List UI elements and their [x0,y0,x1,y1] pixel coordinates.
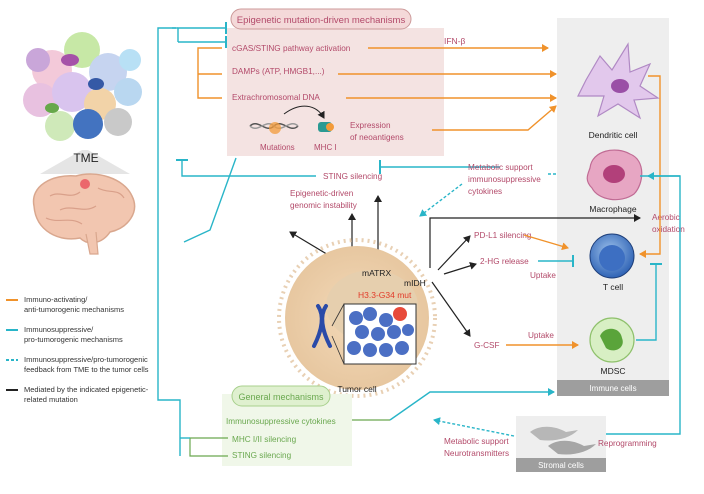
legend-feedback-line2: feedback from TME to the tumor cells [24,365,149,374]
legend-mutation-line1: Mediated by the indicated epigenetic- [24,385,149,394]
general-mhc-silencing: MHC I/II silencing [232,435,297,444]
legend: Immuno-activating/ anti-tumorogenic mech… [6,295,149,404]
legend-activating-line1: Immuno-activating/ [24,295,88,304]
aerobic-line2: oxidation [652,225,685,234]
tme-label: TME [73,151,98,165]
metabolic-feedback-arrow [419,183,463,217]
mhc-icon [318,122,334,132]
2hg-label: 2-HG release [480,257,529,266]
ifn-label: IFN-β [444,36,466,46]
stromal-support-line2: Neurotransmitters [444,449,509,458]
epi-inhibition-line [177,27,226,42]
stromal-cells-label: Stromal cells [538,461,584,470]
neoantigen-line2: of neoantigens [350,133,404,142]
dendritic-cell-label: Dendritic cell [589,130,638,140]
general-to-epi-line [157,27,181,456]
general-title: General mechanisms [238,392,324,402]
neoantigen-to-dendritic-arrow [432,105,557,131]
general-to-immune-arrow [389,388,555,421]
legend-mutation-line2: related mutation [24,395,78,404]
mutation-to-mhc-arrow [283,105,325,119]
aerobic-line1: Aerobic [652,213,680,222]
epi-orange-bracket [197,47,222,99]
tumor-to-epi-teal [183,157,237,243]
legend-activating-line2: anti-tumorogenic mechanisms [24,305,124,314]
neoantigen-line1: Expression [350,121,391,130]
sting-silencing-upper-line [181,160,316,177]
reprogramming-label: Reprogramming [598,439,657,448]
dna-helix-icon [249,122,299,134]
stromal-support-line1: Metabolic support [444,437,509,446]
mhc-i-label: MHC I [314,143,337,152]
legend-suppressive-line1: Immunosuppressive/ [24,325,94,334]
legend-suppressive-line2: pro-tumorogenic mechanisms [24,335,123,344]
tumor-cell-label: Tumor cell [337,384,376,394]
h33-label: H3.3-G34 mut [358,290,412,300]
stromal-feedback-arrow [433,417,515,437]
stromal-panel-footer [516,458,606,472]
epigenetic-box [227,28,444,156]
mdsc-label: MDSC [600,366,625,376]
mdsc-icon [589,317,635,363]
tme-illustration: TME [23,32,142,255]
aerobic-oxidation-arrow [429,214,641,268]
uptake-mdsc-label: Uptake [528,331,554,340]
t-cell-icon [589,233,635,279]
t-cell-label: T cell [603,282,623,292]
stromal-cell-icon [530,426,596,455]
pdl1-to-tcell-arrow [523,234,569,251]
immune-panel-footer [557,380,669,396]
metabolic-line3: cytokines [468,187,502,196]
mutations-label: Mutations [260,143,295,152]
general-title-pill [231,385,331,407]
epigenetic-title: Epigenetic mutation-driven mechanisms [237,15,406,26]
legend-feedback-line1: Immunosuppressive/pro-tumorogenic [24,355,148,364]
dendritic-to-tcell-arrow [639,75,661,258]
tumor-cell [277,238,437,398]
midh-label: mIDH [404,278,426,288]
macrophage-label: Macrophage [589,204,637,214]
cgas-sting-label: cGAS/STING pathway activation [232,44,351,53]
instability-line1: Epigenetic-driven [290,189,354,198]
general-cytokines: Immunosuppressive cytokines [226,417,336,426]
dendritic-cell-icon [577,42,660,120]
metabolic-line1: Metabolic support [468,163,533,172]
gcsf-label: G-CSF [474,341,499,350]
instability-line2: genomic instability [290,201,358,210]
uptake-tcell-label: Uptake [530,271,556,280]
immune-cells-label: Immune cells [589,384,636,393]
damps-label: DAMPs (ATP, HMGB1,...) [232,67,325,76]
epigenetic-title-pill [230,8,412,30]
metabolic-line2: immunosuppressive [468,175,541,184]
ecdna-label: Extrachromosomal DNA [232,93,320,102]
matrx-label: mATRX [362,268,391,278]
pdl1-label: PD-L1 silencing [474,231,532,240]
general-sting-silencing: STING silencing [232,451,292,460]
macrophage-icon [586,149,643,201]
sting-silencing-upper-label: STING silencing [323,172,383,181]
